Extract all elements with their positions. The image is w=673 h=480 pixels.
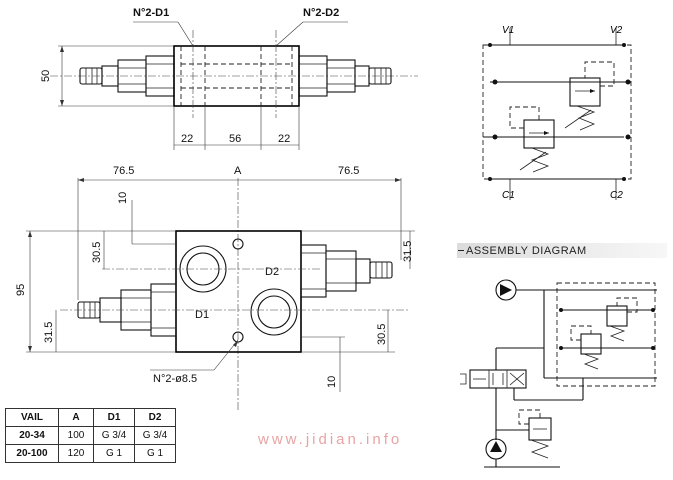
- table-row: 20-34 100 G 3/4 G 3/4: [5, 426, 176, 445]
- spec-table-header-row: VAIL A D1 D2: [5, 408, 176, 427]
- front-view: 76.5 76.5 A D2 D1: [15, 165, 415, 410]
- spec-header-vail: VAIL: [5, 408, 59, 427]
- top-view: N°2-D1 N°2-D2 50 22 56 22: [40, 7, 418, 150]
- assembly-diagram: [460, 279, 657, 468]
- dim-bottom-offset: 10: [326, 376, 338, 388]
- dim-total-95: 95: [15, 284, 27, 296]
- spec-cell: 120: [58, 444, 94, 463]
- watermark: www.jidian.info: [258, 431, 403, 448]
- port-d1: D1: [195, 309, 209, 321]
- spec-header-a: A: [58, 408, 94, 427]
- spec-cell: G 1: [93, 444, 135, 463]
- dim-right-76-5: 76.5: [338, 165, 359, 177]
- assembly-title-bar: [457, 243, 667, 258]
- assembly-title: ASSEMBLY DIAGRAM: [466, 245, 587, 257]
- label-hole-n2-d8-5: N°2-ø8.5: [153, 373, 197, 385]
- spec-table: VAIL A D1 D2 20-34 100 G 3/4 G 3/4 20-10…: [5, 408, 176, 463]
- dim-lower-right: 30.5: [376, 324, 388, 345]
- port-v1-top: V1: [502, 25, 514, 36]
- hydraulic-schematic: V1 V2 C1 C2: [482, 25, 632, 201]
- port-c1-bottom: C1: [502, 190, 515, 201]
- table-row: 20-100 120 G 1 G 1: [5, 444, 176, 463]
- dim-height-50: 50: [40, 70, 52, 82]
- dim-seg-right: 22: [278, 133, 290, 145]
- label-n2-d2: N°2-D2: [303, 7, 339, 19]
- spec-header-d2: D2: [134, 408, 176, 427]
- port-d2: D2: [265, 266, 279, 278]
- spec-cell: 100: [58, 426, 94, 445]
- port-v2-top: V2: [610, 25, 623, 36]
- assembly-title-dash: [458, 250, 464, 251]
- dim-seg-mid: 56: [229, 133, 241, 145]
- dim-upper-right: 31.5: [402, 241, 414, 262]
- spec-cell: 20-34: [5, 426, 59, 445]
- dim-upper-left: 30.5: [91, 242, 103, 263]
- dim-top-offset: 10: [117, 192, 129, 204]
- spec-cell: G 3/4: [134, 426, 176, 445]
- spec-header-d1: D1: [93, 408, 135, 427]
- dim-lower-left: 31.5: [43, 322, 55, 343]
- spec-cell: G 1: [134, 444, 176, 463]
- dim-seg-left: 22: [181, 133, 193, 145]
- spec-cell: 20-100: [5, 444, 59, 463]
- label-n2-d1: N°2-D1: [133, 7, 169, 19]
- label-a: A: [234, 165, 242, 177]
- spec-cell: G 3/4: [93, 426, 135, 445]
- dim-left-76-5: 76.5: [113, 165, 134, 177]
- port-c2-bottom: C2: [610, 190, 623, 201]
